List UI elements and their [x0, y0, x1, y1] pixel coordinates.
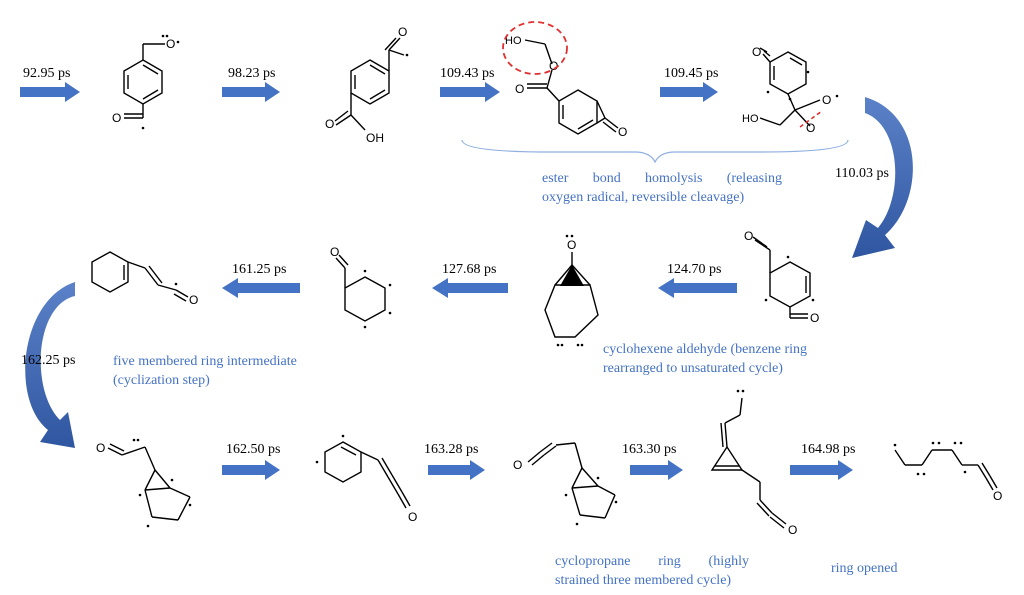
- arrow-10: [222, 460, 280, 480]
- mol8-labels: O: [174, 282, 198, 307]
- svg-text:O: O: [330, 245, 339, 259]
- svg-text:O: O: [408, 510, 417, 524]
- mol11-labels: O: [513, 458, 618, 526]
- molecule-cyclohexenyl-enal: [91, 251, 189, 302]
- arrow-8: [222, 278, 300, 298]
- timestep-10: 162.50 ps: [226, 442, 281, 457]
- svg-text:O: O: [810, 311, 819, 325]
- mol6-labels: O: [556, 234, 584, 347]
- timestep-1: 92.95 ps: [23, 66, 71, 81]
- timestep-9: 162.25 ps: [21, 353, 76, 368]
- mol1-labels: O O: [112, 34, 180, 130]
- molecule-formylbenzoic-acid: [334, 37, 405, 131]
- curved-arrow-left: [25, 282, 75, 448]
- timestep-13: 164.98 ps: [801, 442, 856, 457]
- arrow-2: [222, 82, 280, 102]
- svg-text:O: O: [96, 441, 105, 455]
- annotation-cyclopropane-ring: cyclopropane ring (highly strained three…: [555, 554, 749, 588]
- svg-text:O: O: [806, 121, 815, 135]
- molecule-open-chain: [894, 449, 998, 491]
- mol13-labels: O: [893, 441, 1002, 503]
- arrow-13: [790, 460, 853, 480]
- svg-text:O: O: [549, 59, 558, 73]
- svg-text:O: O: [822, 93, 831, 107]
- svg-text:O: O: [788, 523, 797, 537]
- molecule-bicyclo-aldehyde-1: [107, 443, 191, 521]
- annotation-cyclohexene-aldehyde: cyclohexene aldehyde (benzene ring rearr…: [603, 342, 808, 376]
- svg-text:O: O: [567, 238, 576, 252]
- molecule-cyclohexenyl-ketene: [324, 441, 411, 509]
- mol7-labels: O: [330, 245, 392, 329]
- timestep-7: 127.68 ps: [442, 262, 497, 277]
- annotation-ring-opened: ring opened: [831, 561, 898, 576]
- molecule-bicyclic-oxide: [544, 252, 599, 338]
- mol5-labels: O O: [744, 229, 819, 325]
- mol12-labels: O: [736, 389, 797, 537]
- svg-text:O: O: [398, 25, 407, 39]
- svg-text:O: O: [325, 117, 334, 131]
- highlight-circle: [502, 21, 568, 75]
- svg-text:O: O: [513, 458, 522, 472]
- timestep-4: 109.45 ps: [664, 66, 719, 81]
- svg-text:OH: OH: [366, 131, 384, 145]
- mol9-labels: O: [96, 438, 192, 528]
- arrow-6: [658, 278, 737, 298]
- annotation-brace: [461, 139, 849, 164]
- svg-text:O: O: [112, 111, 121, 125]
- svg-text:O: O: [993, 489, 1002, 503]
- timestep-5: 110.03 ps: [835, 166, 889, 181]
- svg-text:HO: HO: [505, 35, 522, 47]
- timestep-3: 109.43 ps: [440, 66, 495, 81]
- arrow-3: [440, 82, 500, 102]
- svg-text:O: O: [189, 293, 198, 307]
- molecule-ester-ketene: [524, 39, 619, 135]
- timestep-8: 161.25 ps: [232, 262, 287, 277]
- svg-text:O: O: [515, 82, 524, 96]
- timestep-11: 163.28 ps: [424, 442, 479, 457]
- wedge-bond: [560, 265, 584, 286]
- svg-text:HO: HO: [742, 113, 759, 125]
- molecule-terephthalaldehyde-radical: [123, 43, 165, 119]
- svg-text:O: O: [166, 37, 175, 51]
- molecule-cyclohexyl-carbaldehyde: [335, 254, 386, 322]
- svg-text:O: O: [752, 45, 761, 59]
- arrow-11: [428, 460, 485, 480]
- cleavage-mark: [799, 110, 823, 128]
- arrow-4: [660, 82, 718, 102]
- arrow-1: [20, 82, 80, 102]
- timestep-12: 163.30 ps: [622, 442, 677, 457]
- molecule-cyclohexene-dialdehyde: [752, 236, 811, 319]
- timestep-6: 124.70 ps: [667, 262, 722, 277]
- mol3-labels: O HO O O: [505, 35, 627, 139]
- straight-arrows: [20, 82, 853, 480]
- arrow-7: [432, 278, 508, 298]
- molecule-cyclohexadiene-ester: [759, 47, 821, 127]
- curved-arrow-right: [852, 97, 913, 258]
- timestep-2: 98.23 ps: [228, 66, 276, 81]
- mol2-labels: O O OH: [325, 25, 409, 145]
- svg-text:O: O: [618, 125, 627, 139]
- arrow-12: [630, 460, 683, 480]
- molecule-cyclopropene: [710, 397, 787, 529]
- mol10-labels: O: [315, 434, 417, 524]
- annotation-ester-homolysis: ester bond homolysis (releasing oxygen r…: [542, 171, 782, 205]
- annotation-five-membered-ring: five membered ring intermediate (cycliza…: [113, 354, 297, 388]
- svg-text:O: O: [744, 229, 753, 243]
- mol4-labels: O O O HO: [742, 45, 839, 135]
- molecule-bicyclo-ketene: [527, 442, 616, 519]
